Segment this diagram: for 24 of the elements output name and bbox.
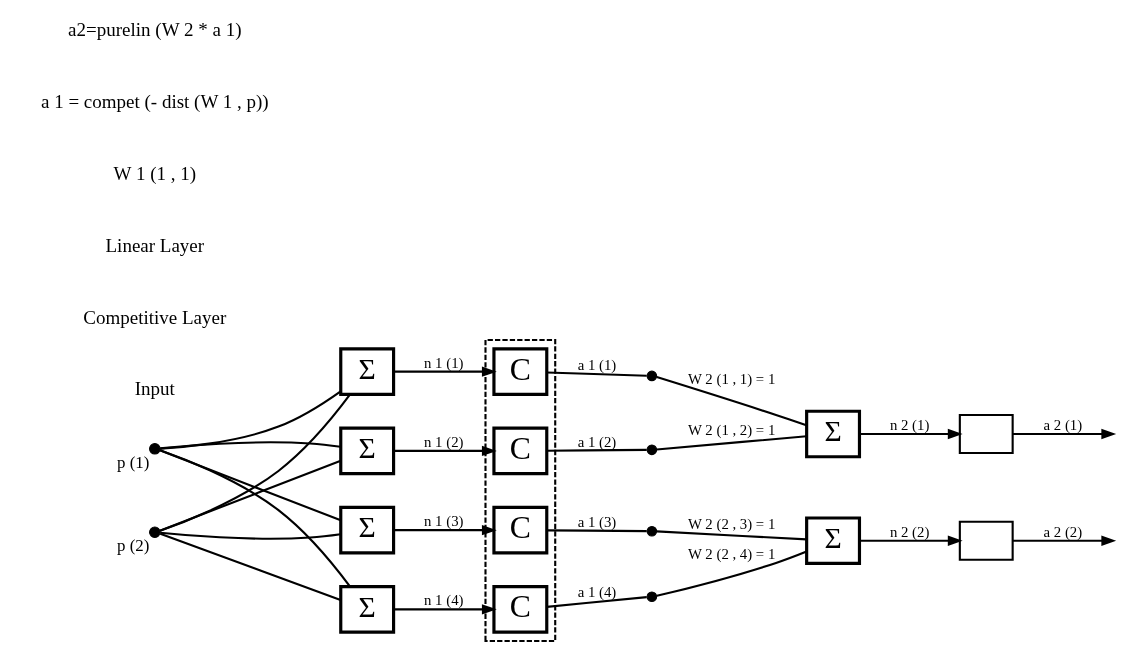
edge-label: W 2 (2 , 4) = 1 (687, 545, 776, 562)
edge-label: W 2 (2 , 3) = 1 (687, 516, 776, 533)
label: W 1 (1 , 1) (113, 162, 197, 184)
edge-label: n 2 (1) (889, 416, 930, 433)
label: Linear Layer (105, 234, 205, 256)
edge-label: a 1 (2) (577, 433, 617, 450)
edge-label: W 2 (1 , 2) = 1 (687, 422, 776, 439)
edge-label: a 2 (2) (1043, 523, 1083, 540)
edge-label: W 2 (1 , 1) = 1 (687, 370, 776, 387)
node-label: p (1) (116, 452, 150, 472)
label: Input (134, 378, 175, 400)
edge-label: a 1 (4) (577, 583, 617, 600)
label: a 1 = compet (- dist (W 1 , p)) (40, 90, 269, 112)
edge-label: n 1 (2) (424, 433, 464, 450)
edge-label: n 1 (4) (424, 592, 464, 609)
node-label: p (2) (116, 536, 150, 556)
edge-label: n 1 (1) (424, 354, 464, 371)
edge-label: a 1 (3) (577, 514, 617, 531)
label: Competitive Layer (83, 306, 227, 328)
edge-label: a 2 (1) (1043, 416, 1083, 433)
edge-label: n 1 (3) (424, 513, 464, 530)
edge-label: a 1 (1) (577, 356, 617, 373)
label: a2=purelin (W 2 * a 1) (68, 19, 242, 41)
edge-label: n 2 (2) (889, 523, 930, 540)
